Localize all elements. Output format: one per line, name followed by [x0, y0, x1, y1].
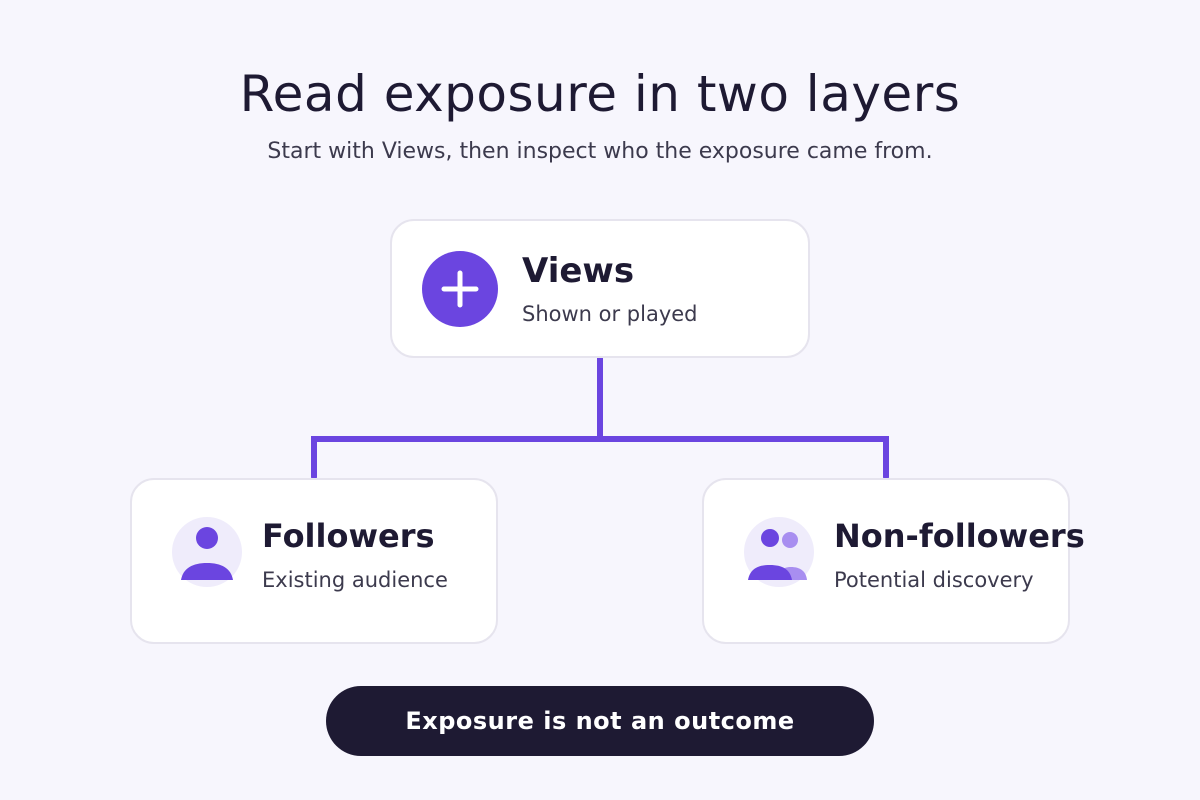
views-title: Views	[522, 251, 635, 291]
plus-icon	[422, 251, 498, 327]
page-title: Read exposure in two layers	[239, 65, 961, 123]
people-icon	[744, 517, 814, 587]
connector-line	[311, 355, 889, 480]
non-followers-subtitle: Potential discovery	[834, 568, 1034, 592]
views-subtitle: Shown or played	[522, 302, 698, 326]
followers-subtitle: Existing audience	[262, 568, 448, 592]
footer-callout: Exposure is not an outcome	[326, 686, 874, 756]
views-node: Views Shown or played	[390, 219, 810, 358]
non-followers-title: Non-followers	[834, 517, 1085, 555]
non-followers-node: Non-followers Potential discovery	[702, 478, 1085, 644]
person-icon	[172, 517, 242, 587]
followers-title: Followers	[262, 517, 435, 555]
followers-node: Followers Existing audience	[130, 478, 498, 644]
page-subtitle: Start with Views, then inspect who the e…	[267, 139, 933, 164]
